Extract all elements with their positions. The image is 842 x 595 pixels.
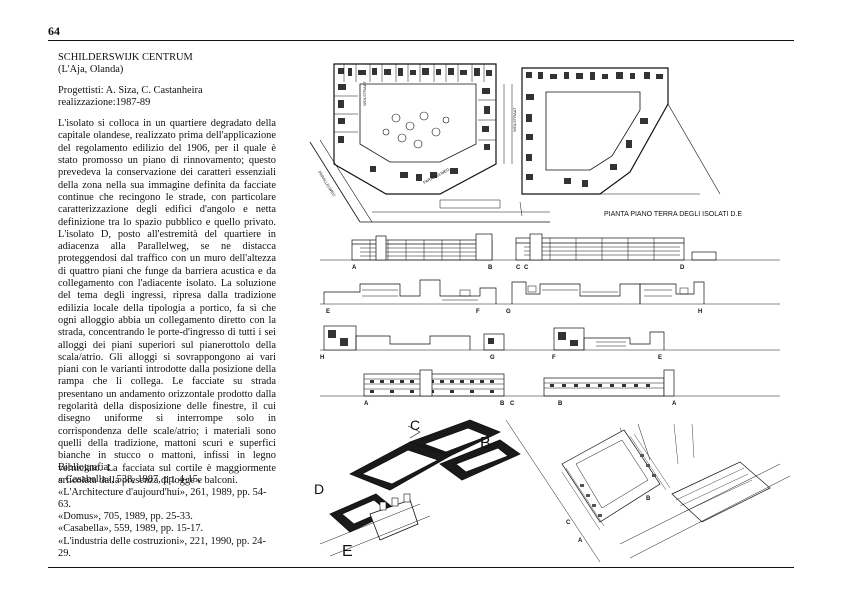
elevations-row-1: A B C C D — [320, 233, 780, 271]
project-location: (L'Aja, Olanda) — [58, 64, 124, 76]
elevation-label: F — [476, 309, 480, 315]
axonometric-label: E — [342, 543, 353, 560]
elevation-label: C — [510, 401, 515, 407]
designers-line: Progettisti: A. Siza, C. Castanheira — [58, 84, 203, 96]
section-label: F — [552, 355, 556, 361]
bibliography: Bibliografia: « Casabella», 538, 1987, p… — [58, 462, 276, 560]
elevations-row-2: E F G H — [320, 279, 780, 315]
footer-rule — [48, 567, 794, 568]
elevation-label: A — [364, 401, 369, 407]
header-rule — [48, 40, 794, 41]
elevation-label: A — [672, 401, 677, 407]
axonometric-label: B — [480, 435, 491, 452]
street-label: WOLSTRAAT — [362, 81, 367, 106]
street-label: PARALLELWEG — [317, 170, 337, 197]
project-meta: Progettisti: A. Siza, C. Castanheira rea… — [58, 85, 276, 110]
bibliography-entry: «L'Architecture d'aujourd'hui», 261, 198… — [58, 486, 267, 510]
perspective-label: A — [578, 538, 583, 544]
street-label: PARALLELWEG — [422, 167, 450, 185]
plan-caption: PIANTA PIANO TERRA DEGLI ISOLATI D.E — [604, 211, 742, 218]
elevation-label: A — [352, 265, 357, 271]
perspective-label: B — [646, 496, 651, 502]
section-label: G — [490, 355, 495, 361]
bibliography-entry: « Casabella», 538, 1987, pp. 4-15. — [58, 474, 201, 486]
section-label: E — [658, 355, 662, 361]
elevation-label: G — [506, 309, 511, 315]
elevations-row-4: A B C B A — [320, 369, 780, 407]
description-paragraph: L'isolato si colloca in un quartiere deg… — [58, 118, 276, 486]
bibliography-heading: Bibliografia: — [58, 462, 112, 473]
text-column: SCHILDERSWIJK CENTRUM (L'Aja, Olanda) Pr… — [58, 52, 276, 487]
project-title: SCHILDERSWIJK CENTRUM — [58, 52, 193, 63]
section-label: H — [320, 355, 324, 361]
elevation-label: D — [680, 265, 685, 271]
axonometric-label: C — [410, 417, 420, 433]
realization-line: realizzazione:1987-89 — [58, 96, 151, 108]
elevation-label: B — [488, 265, 493, 271]
bibliography-entry: «Domus», 705, 1989, pp. 25-33. — [58, 511, 193, 523]
axonometric-label: D — [314, 481, 324, 497]
page-number: 64 — [48, 24, 60, 38]
bibliography-entry: «L'industria delle costruzioni», 221, 19… — [58, 535, 266, 560]
aerial-perspective: C B A — [505, 419, 791, 562]
elevation-label: C — [524, 265, 529, 271]
ground-floor-plan: WOLSTRAAT WOLSTRAAT PARALLELWEG PARALLEL… — [309, 63, 742, 223]
elevation-label: B — [500, 401, 505, 407]
elevation-label: E — [326, 309, 330, 315]
street-label: WOLSTRAAT — [512, 107, 517, 132]
elevation-label: H — [698, 309, 702, 315]
axonometric-view: C B D E — [314, 417, 521, 560]
bibliography-entry: «Casabella», 559, 1989, pp. 15-17. — [58, 523, 204, 535]
perspective-label: C — [566, 520, 571, 526]
architectural-drawings: WOLSTRAAT WOLSTRAAT PARALLELWEG PARALLEL… — [309, 63, 791, 562]
elevation-label: C — [516, 265, 521, 271]
elevation-label: B — [558, 401, 563, 407]
sections-row-3: H G F E — [320, 325, 780, 361]
